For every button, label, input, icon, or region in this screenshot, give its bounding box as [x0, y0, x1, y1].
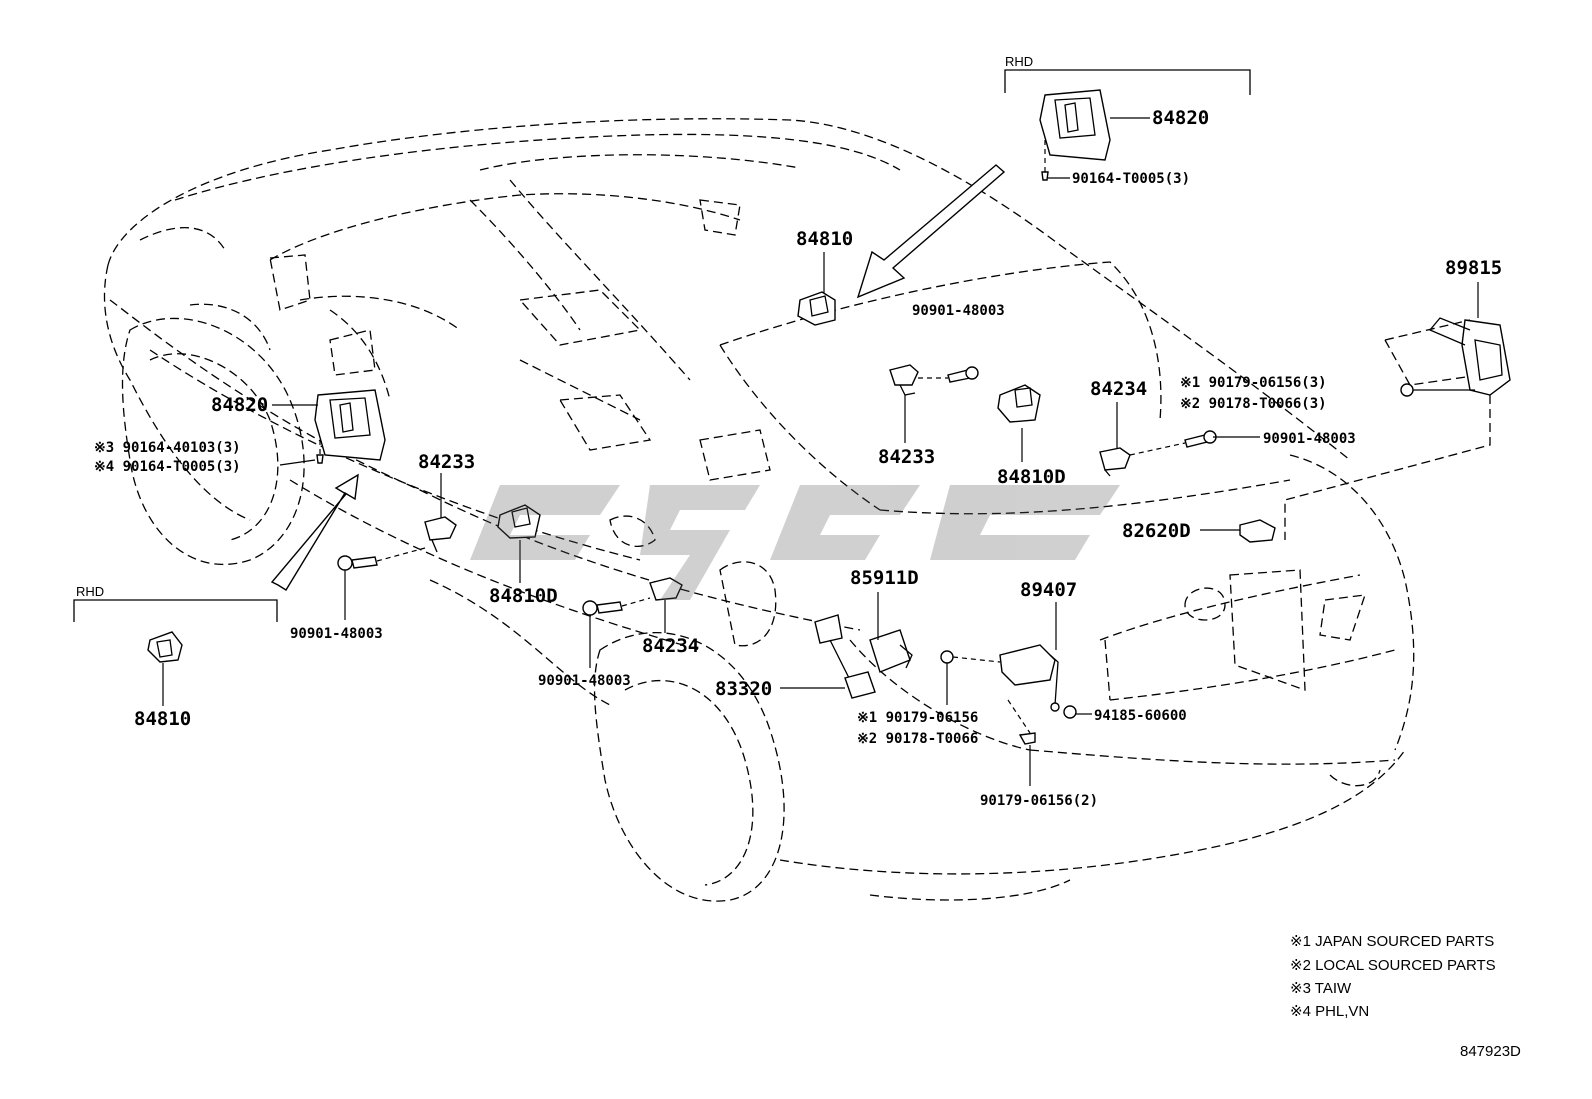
label-83320: 83320	[715, 678, 772, 700]
label-90179-06156-2: 90179-06156(2)	[980, 793, 1098, 809]
label-90179-06156: ※1 90179-06156	[857, 710, 978, 726]
label-90179-06156-3: ※1 90179-06156(3)	[1180, 375, 1327, 391]
part-switch-84810D-left	[497, 504, 541, 539]
part-switch-84810D-right	[997, 384, 1041, 423]
part-bolt-90901-right	[1184, 430, 1217, 448]
part-bolt-90901-bottom	[582, 600, 623, 616]
label-84810-top: 84810	[796, 228, 853, 250]
label-84810D-right: 84810D	[997, 466, 1066, 488]
label-90178-T0066: ※2 90178-T0066	[857, 731, 978, 747]
label-90901-48003-left: 90901-48003	[290, 626, 383, 642]
arrow-to-rhd-top	[856, 164, 1006, 299]
drawing-number: 847923D	[1460, 1043, 1521, 1060]
part-sensor-84234-right	[1099, 447, 1131, 477]
legend-notes: ※1 JAPAN SOURCED PARTS ※2 LOCAL SOURCED …	[1290, 933, 1496, 1020]
label-82620D: 82620D	[1122, 520, 1191, 542]
label-84233-left: 84233	[418, 451, 475, 473]
rhd-bracket-top: RHD	[1004, 54, 1251, 95]
car-body-outline	[103, 118, 1491, 902]
label-84233-center: 84233	[878, 446, 935, 468]
note-4: ※4 PHL,VN	[1290, 1003, 1369, 1020]
note-3: ※3 TAIW	[1290, 980, 1352, 997]
label-90901-48003-top: 90901-48003	[912, 303, 1005, 319]
rhd-label-top: RHD	[1005, 54, 1033, 69]
part-nut-90179-center	[940, 650, 954, 664]
label-90178-T0066-3: ※2 90178-T0066(3)	[1180, 396, 1327, 412]
part-switch-84810-top	[797, 291, 836, 326]
part-sensor-84233-left	[424, 516, 457, 553]
label-90164-T0005-left: ※4 90164-T0005(3)	[94, 459, 241, 475]
label-84810-bottom: 84810	[134, 708, 191, 730]
rhd-label-left: RHD	[76, 584, 104, 599]
part-bolt-90901-top	[947, 366, 979, 383]
note-2: ※2 LOCAL SOURCED PARTS	[1290, 957, 1496, 974]
label-90164-T0005-top: 90164-T0005(3)	[1072, 171, 1190, 187]
part-sensor-84234-left	[649, 577, 683, 601]
label-84820-top: 84820	[1152, 107, 1209, 129]
label-89407: 89407	[1020, 579, 1077, 601]
part-master-switch-rhd	[1039, 89, 1111, 181]
label-84820-left: 84820	[211, 394, 268, 416]
rhd-bracket-left: RHD	[73, 584, 278, 622]
watermark-logo	[470, 485, 1120, 600]
label-84234-right: 84234	[1090, 378, 1147, 400]
pointer-arrows	[270, 164, 1006, 591]
label-89815: 89815	[1445, 257, 1502, 279]
label-84234-left: 84234	[642, 635, 699, 657]
callout-labels: 84820 90164-T0005(3) 84810 89815 90901-4…	[94, 107, 1502, 809]
arrow-to-rhd-left	[270, 473, 359, 591]
label-90164-40103-3: ※3 90164-40103(3)	[94, 440, 241, 456]
label-90901-48003-bottom: 90901-48003	[538, 673, 631, 689]
part-sensor-84233-center	[889, 364, 919, 396]
part-switch-82620D	[1239, 519, 1276, 543]
label-85911D: 85911D	[850, 567, 919, 589]
part-switch-84810-rhd	[147, 631, 183, 663]
part-unit-85911D	[869, 629, 913, 673]
part-bolt-90901-left	[337, 555, 378, 571]
note-1: ※1 JAPAN SOURCED PARTS	[1290, 933, 1494, 950]
part-module-83320	[814, 614, 876, 699]
part-module-89815	[1400, 317, 1511, 397]
leader-lines	[162, 117, 1479, 786]
label-84810D-left: 84810D	[489, 585, 558, 607]
label-94185-60600: 94185-60600	[1094, 708, 1187, 724]
part-master-switch-left	[314, 389, 386, 464]
label-90901-48003-right: 90901-48003	[1263, 431, 1356, 447]
part-actuator-89407	[999, 644, 1077, 745]
